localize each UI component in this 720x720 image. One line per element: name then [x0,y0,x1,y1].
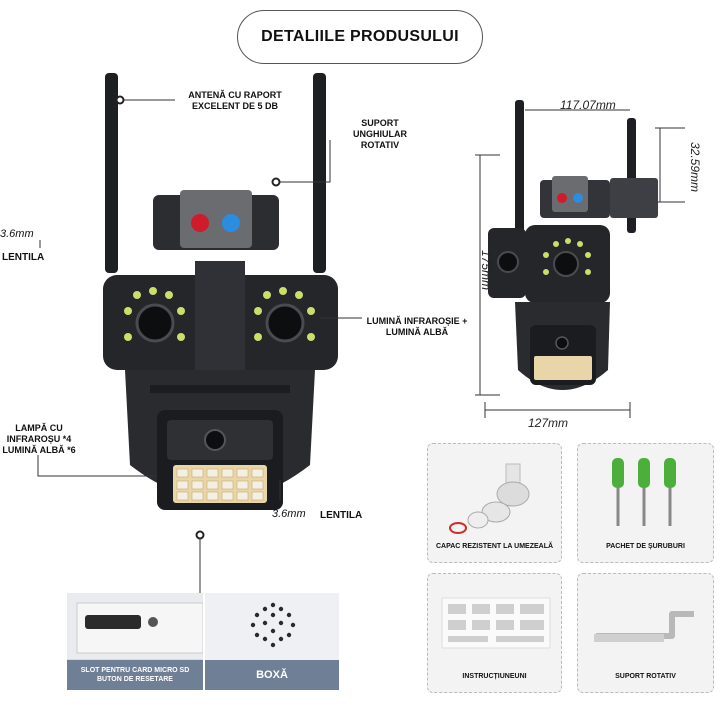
lamp-callout: LAMPĂ CU INFRAROȘU *4 LUMINĂ ALBĂ *6 [2,423,76,455]
dim-width-bottom: 127mm [528,416,569,430]
accessory-card-cap: CAPAC REZISTENT LA UMEZEALĂ [427,443,562,563]
dim-width-top: 117.07mm [560,98,616,112]
accessory-caption-cap: CAPAC REZISTENT LA UMEZEALĂ [435,543,554,550]
sd-slot-caption: SLOT PENTRU CARD MICRO SD BUTON DE RESET… [67,660,203,690]
waterproof-cap-icon [449,463,530,534]
camera-dimension-illustration [475,100,685,418]
lens-left-label: LENTILA [2,252,45,263]
speaker-caption: BOXĂ [205,660,339,690]
lens-bottom-label: LENTILA [320,510,363,521]
screws-icon [612,458,676,526]
sd-slot-icon [67,593,203,659]
speaker-icon [250,602,296,648]
manual-icon [441,597,551,649]
dim-height-top: 32.59mm [688,142,702,193]
lens-bottom-mm: 3.6mm [272,508,306,520]
lens-left-mm: 3.6mm [0,228,34,240]
accessory-card-bracket: SUPORT ROTATIV [577,573,714,693]
dim-height: 175mm [479,250,493,291]
antenna-callout: ANTENĂ CU RAPORT EXCELENT DE 5 DB [188,90,282,111]
accessory-card-manual: INSTRUCȚIUNEUNI [427,573,562,693]
bracket-icon [594,611,694,642]
page-title: DETALIILE PRODUSULUI [237,10,483,64]
sd-slot-panel: SLOT PENTRU CARD MICRO SD BUTON DE RESET… [67,593,203,690]
ir-light-callout: LUMINĂ INFRAROȘIE + LUMINĂ ALBĂ [366,316,468,337]
accessory-card-screws: PACHET DE ȘURUBURI [577,443,714,563]
accessory-caption-manual: INSTRUCȚIUNEUNI [462,673,527,680]
bracket-callout: SUPORT UNGHIULAR ROTATIV [353,118,407,150]
speaker-panel: BOXĂ [205,593,339,690]
camera-main-illustration [103,73,338,510]
accessory-caption-bracket: SUPORT ROTATIV [615,673,676,680]
accessory-caption-screws: PACHET DE ȘURUBURI [606,543,685,550]
